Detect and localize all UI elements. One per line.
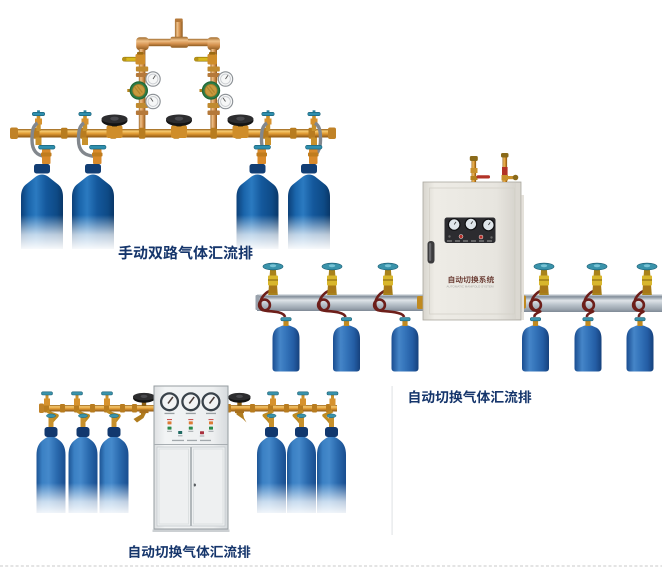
svg-text:AUTOMATIC MANIFOLD SYSTEM: AUTOMATIC MANIFOLD SYSTEM [447, 285, 494, 289]
